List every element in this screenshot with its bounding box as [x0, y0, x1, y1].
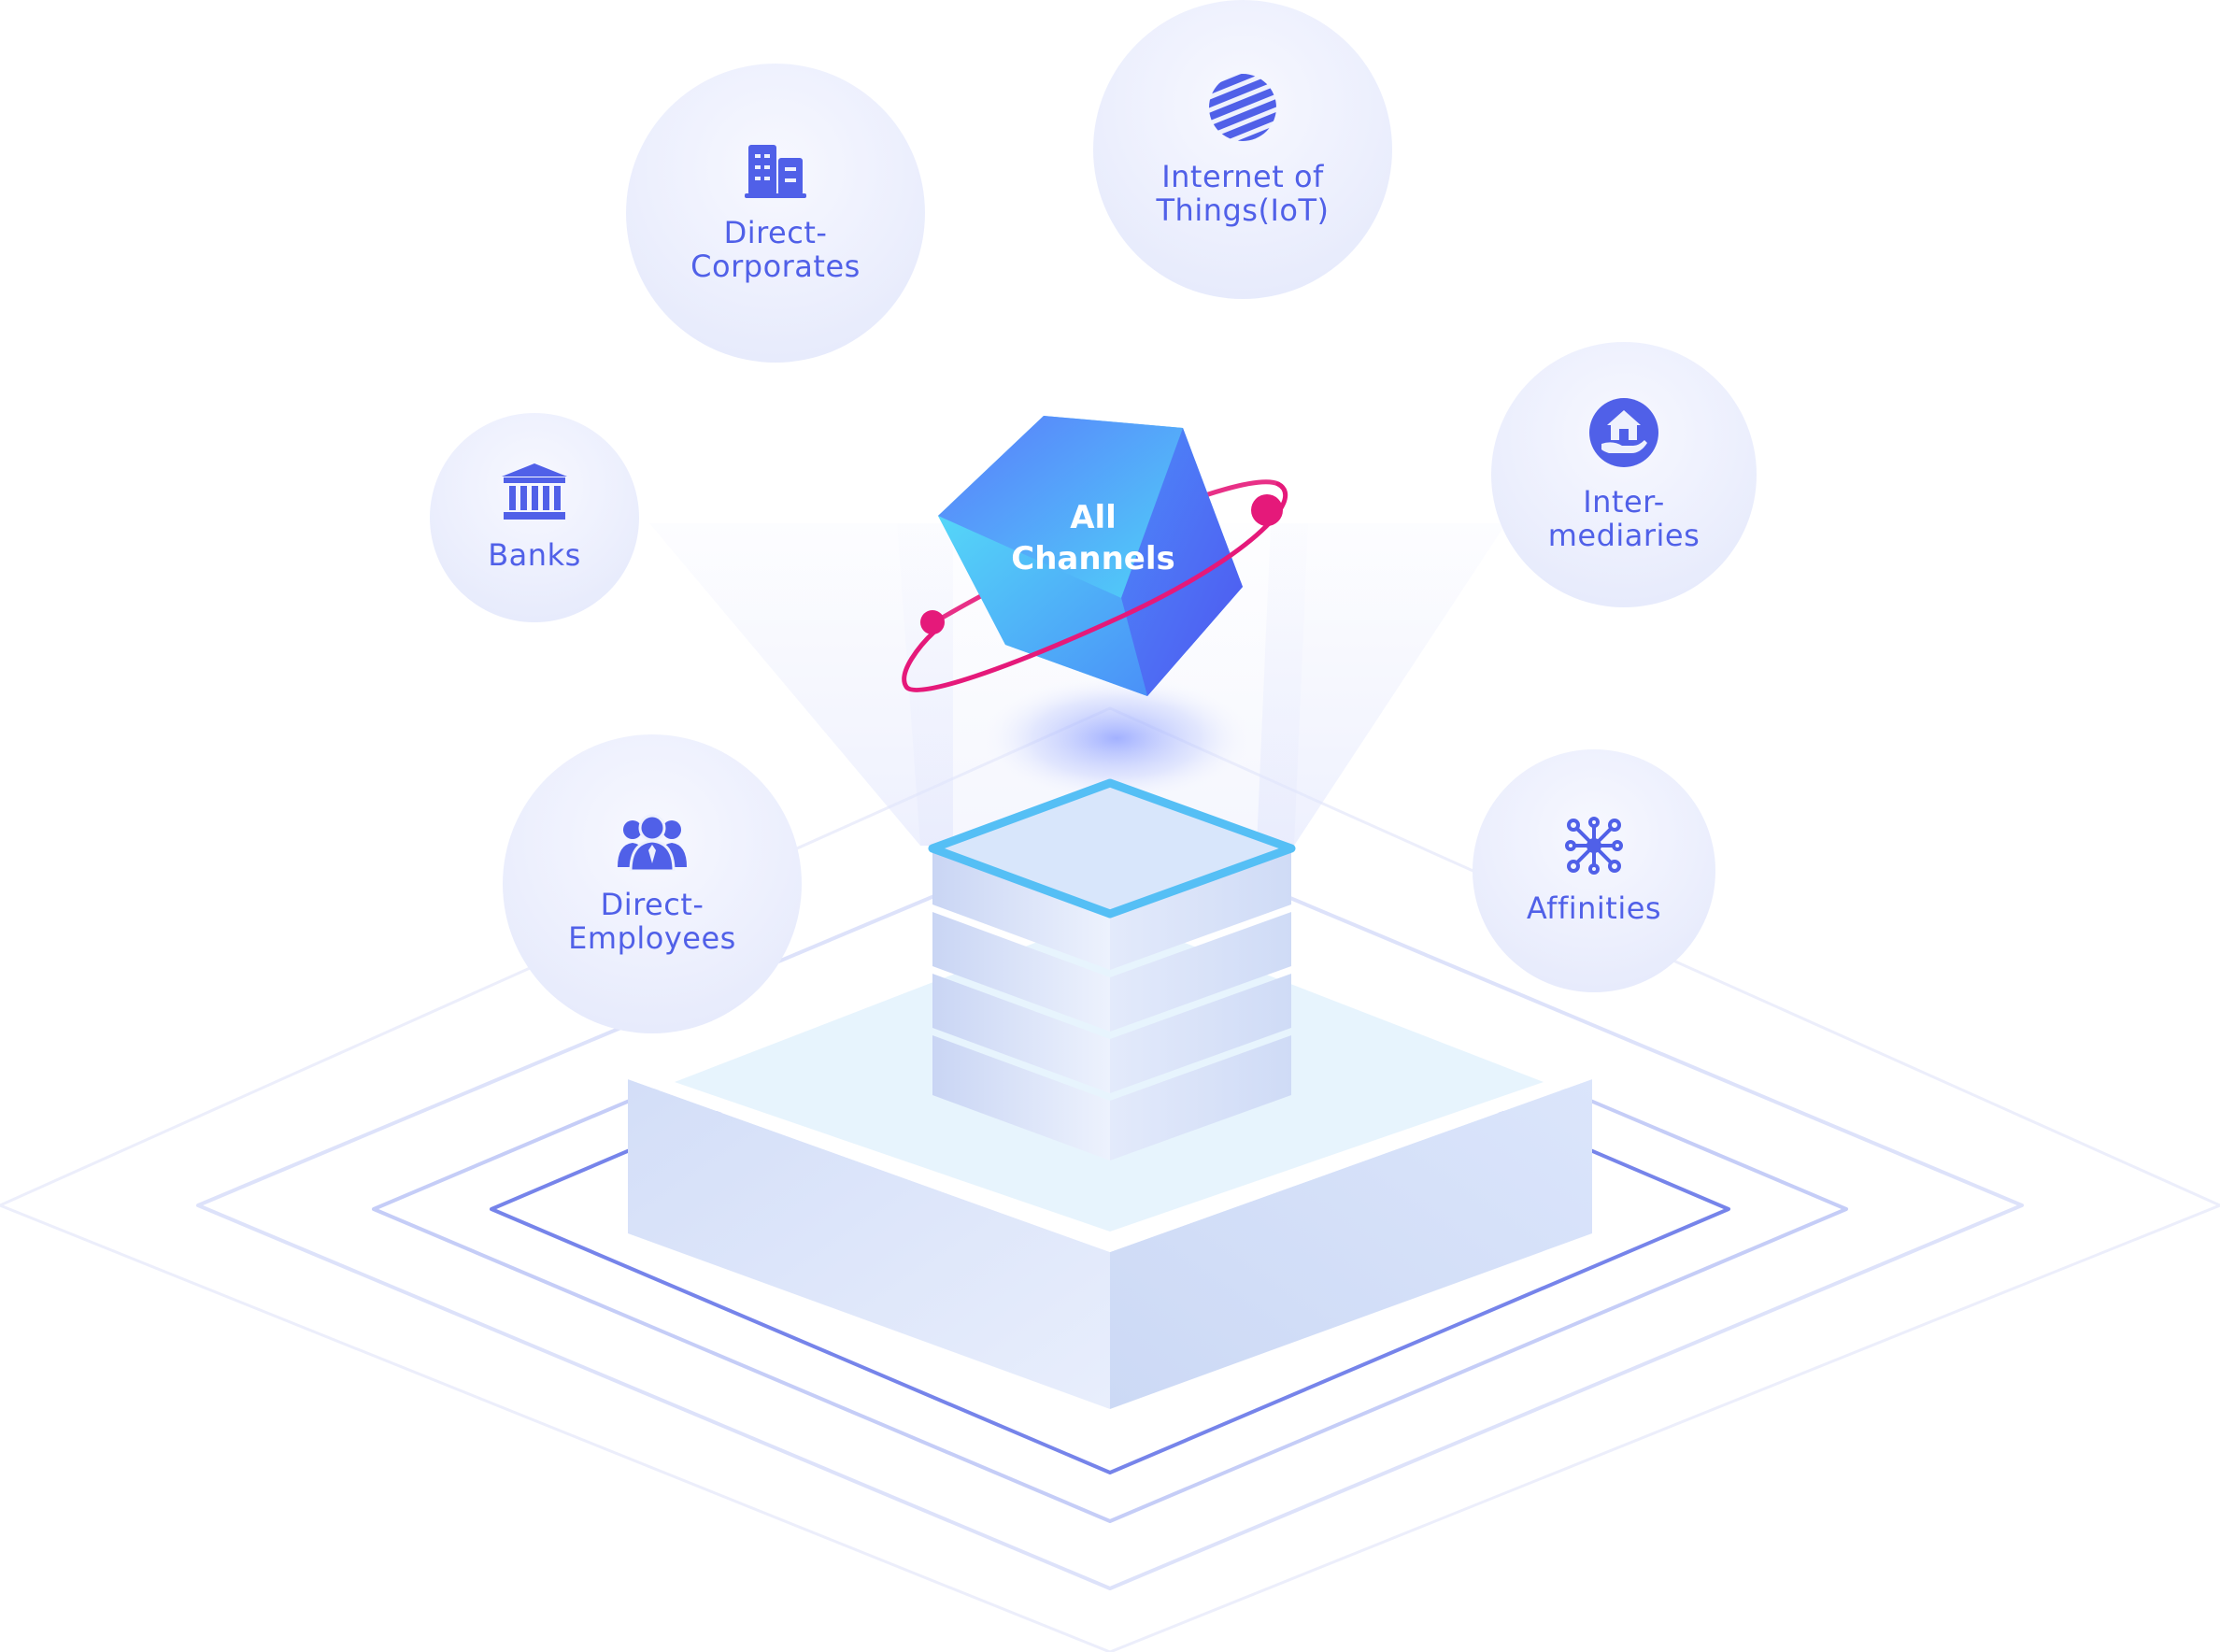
- cube-glow: [976, 673, 1257, 804]
- all-channels-cube: [938, 416, 1243, 696]
- node-intermediaries-line1: Inter-: [1583, 484, 1665, 520]
- people-icon: [614, 813, 690, 875]
- node-direct-corporates-line2: Corporates: [690, 249, 861, 284]
- node-direct-corporates-line1: Direct-: [723, 215, 828, 250]
- node-banks-label: Banks: [488, 537, 581, 573]
- orbit-dot-right: [1251, 494, 1283, 526]
- node-intermediaries[interactable]: Inter- mediaries: [1491, 342, 1757, 607]
- orbit-dot-left: [920, 610, 945, 634]
- network-icon: [1565, 817, 1623, 878]
- server-stack: [928, 778, 1296, 1161]
- bank-icon: [502, 463, 567, 525]
- node-direct-employees-line2: Employees: [568, 920, 736, 956]
- node-banks[interactable]: Banks: [430, 413, 639, 622]
- cube-label: All Channels: [990, 497, 1196, 579]
- node-direct-employees-line1: Direct-: [600, 887, 704, 922]
- house-hand-icon: [1588, 397, 1659, 472]
- node-affinities-label: Affinities: [1526, 890, 1662, 926]
- node-direct-corporates[interactable]: Direct- Corporates: [626, 64, 925, 363]
- node-affinities[interactable]: Affinities: [1473, 749, 1715, 992]
- node-iot-line2: Things(IoT): [1156, 192, 1330, 228]
- node-iot[interactable]: Internet of Things(IoT): [1093, 0, 1392, 299]
- buildings-icon: [745, 143, 806, 203]
- globe-icon: [1207, 72, 1278, 147]
- node-intermediaries-line2: mediaries: [1547, 518, 1701, 553]
- node-iot-line1: Internet of: [1161, 159, 1324, 194]
- cube-label-line1: All: [1070, 499, 1117, 536]
- node-direct-employees[interactable]: Direct- Employees: [503, 734, 802, 1033]
- cube-label-line2: Channels: [1011, 540, 1175, 577]
